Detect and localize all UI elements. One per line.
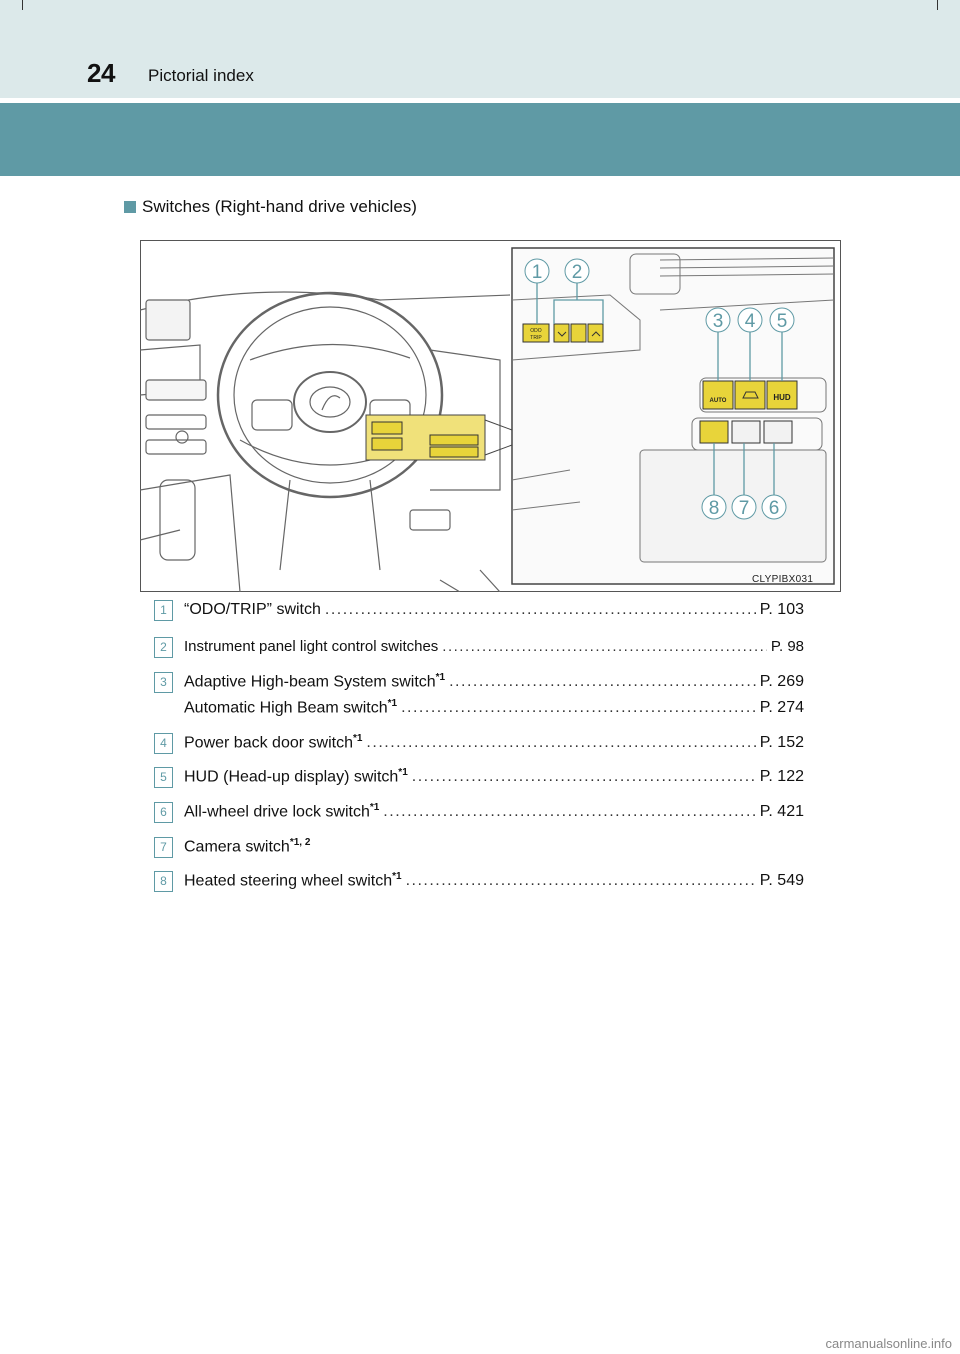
item-label: Adaptive High-beam System switch — [184, 673, 436, 691]
item-page[interactable]: P. 421 — [759, 803, 804, 821]
item-label: Heated steering wheel switch — [184, 872, 393, 890]
item-number: 7 — [154, 837, 173, 858]
dashboard-illustration: ODO TRIP AUTO HUD — [139, 240, 841, 593]
section-title: Switches (Right-hand drive vehicles) — [142, 197, 417, 216]
section-square-icon — [124, 201, 136, 213]
odo-label: ODO — [530, 328, 542, 334]
item-label: Instrument panel light control switches — [184, 638, 439, 655]
callout-5: 5 — [777, 311, 788, 332]
item-label: “ODO/TRIP” switch — [184, 601, 321, 618]
highlighted-switch-cluster — [365, 414, 513, 461]
item-label: Camera switch — [184, 838, 290, 856]
watermark: carmanualsonline.info — [825, 1336, 952, 1351]
item-number: 6 — [154, 802, 173, 823]
auto-label: AUTO — [710, 398, 727, 404]
item-page[interactable]: P. 549 — [759, 872, 804, 890]
callout-2: 2 — [572, 262, 583, 283]
item-page[interactable]: P. 103 — [759, 601, 804, 618]
item-number: 3 — [154, 672, 173, 693]
item-page[interactable]: P. 122 — [759, 768, 804, 786]
item-label: All-wheel drive lock switch — [184, 803, 370, 821]
item-page[interactable]: P. 269 — [759, 673, 804, 691]
item-number: 2 — [154, 637, 173, 658]
callout-numbers: 1 2 3 4 5 8 7 6 — [524, 258, 795, 520]
hud-label: HUD — [773, 393, 791, 402]
item-number: 1 — [154, 600, 173, 621]
callout-7: 7 — [739, 498, 750, 519]
footnote-marker: *1 — [435, 672, 446, 683]
section-heading: Switches (Right-hand drive vehicles) — [124, 197, 417, 217]
item-label: Power back door switch — [184, 734, 353, 752]
item-page[interactable]: P. 152 — [759, 734, 804, 752]
footnote-marker: *1 — [392, 871, 402, 882]
footnote-marker: *1 — [387, 698, 398, 709]
footnote-marker: *1 — [398, 767, 408, 778]
trip-label: TRIP — [530, 335, 542, 341]
footnote-marker: *1 — [369, 802, 380, 813]
page-number: 24 — [87, 58, 115, 88]
light-control-switches — [553, 323, 604, 343]
header-band — [0, 103, 960, 176]
item-number: 8 — [154, 871, 173, 892]
crop-mark — [22, 0, 23, 10]
callout-4: 4 — [745, 311, 756, 332]
item-number: 4 — [154, 733, 173, 754]
item-label: HUD (Head-up display) switch — [184, 768, 399, 786]
callout-1: 1 — [532, 262, 543, 283]
leader-lines — [536, 283, 783, 495]
item-page-2[interactable]: P. 274 — [759, 699, 804, 717]
crop-mark — [937, 0, 938, 10]
footnote-marker: *1, 2 — [289, 837, 311, 848]
figure-code: CLYPIBX031 — [752, 574, 814, 585]
item-page[interactable]: P. 98 — [770, 638, 804, 655]
footnote-marker: *1 — [352, 733, 363, 744]
bottom-switch-row — [699, 420, 793, 444]
page-header: 24 Pictorial index — [0, 0, 960, 98]
top-switch-row: AUTO HUD — [702, 380, 798, 410]
header-title: Pictorial index — [148, 66, 254, 85]
item-label-2: Automatic High Beam switch — [184, 699, 388, 717]
detail-inset: ODO TRIP AUTO HUD — [511, 247, 835, 585]
callout-6: 6 — [769, 498, 780, 519]
callout-3: 3 — [713, 311, 724, 332]
item-number: 5 — [154, 767, 173, 788]
odo-trip-switch: ODO TRIP — [522, 323, 550, 343]
callout-8: 8 — [709, 498, 720, 519]
